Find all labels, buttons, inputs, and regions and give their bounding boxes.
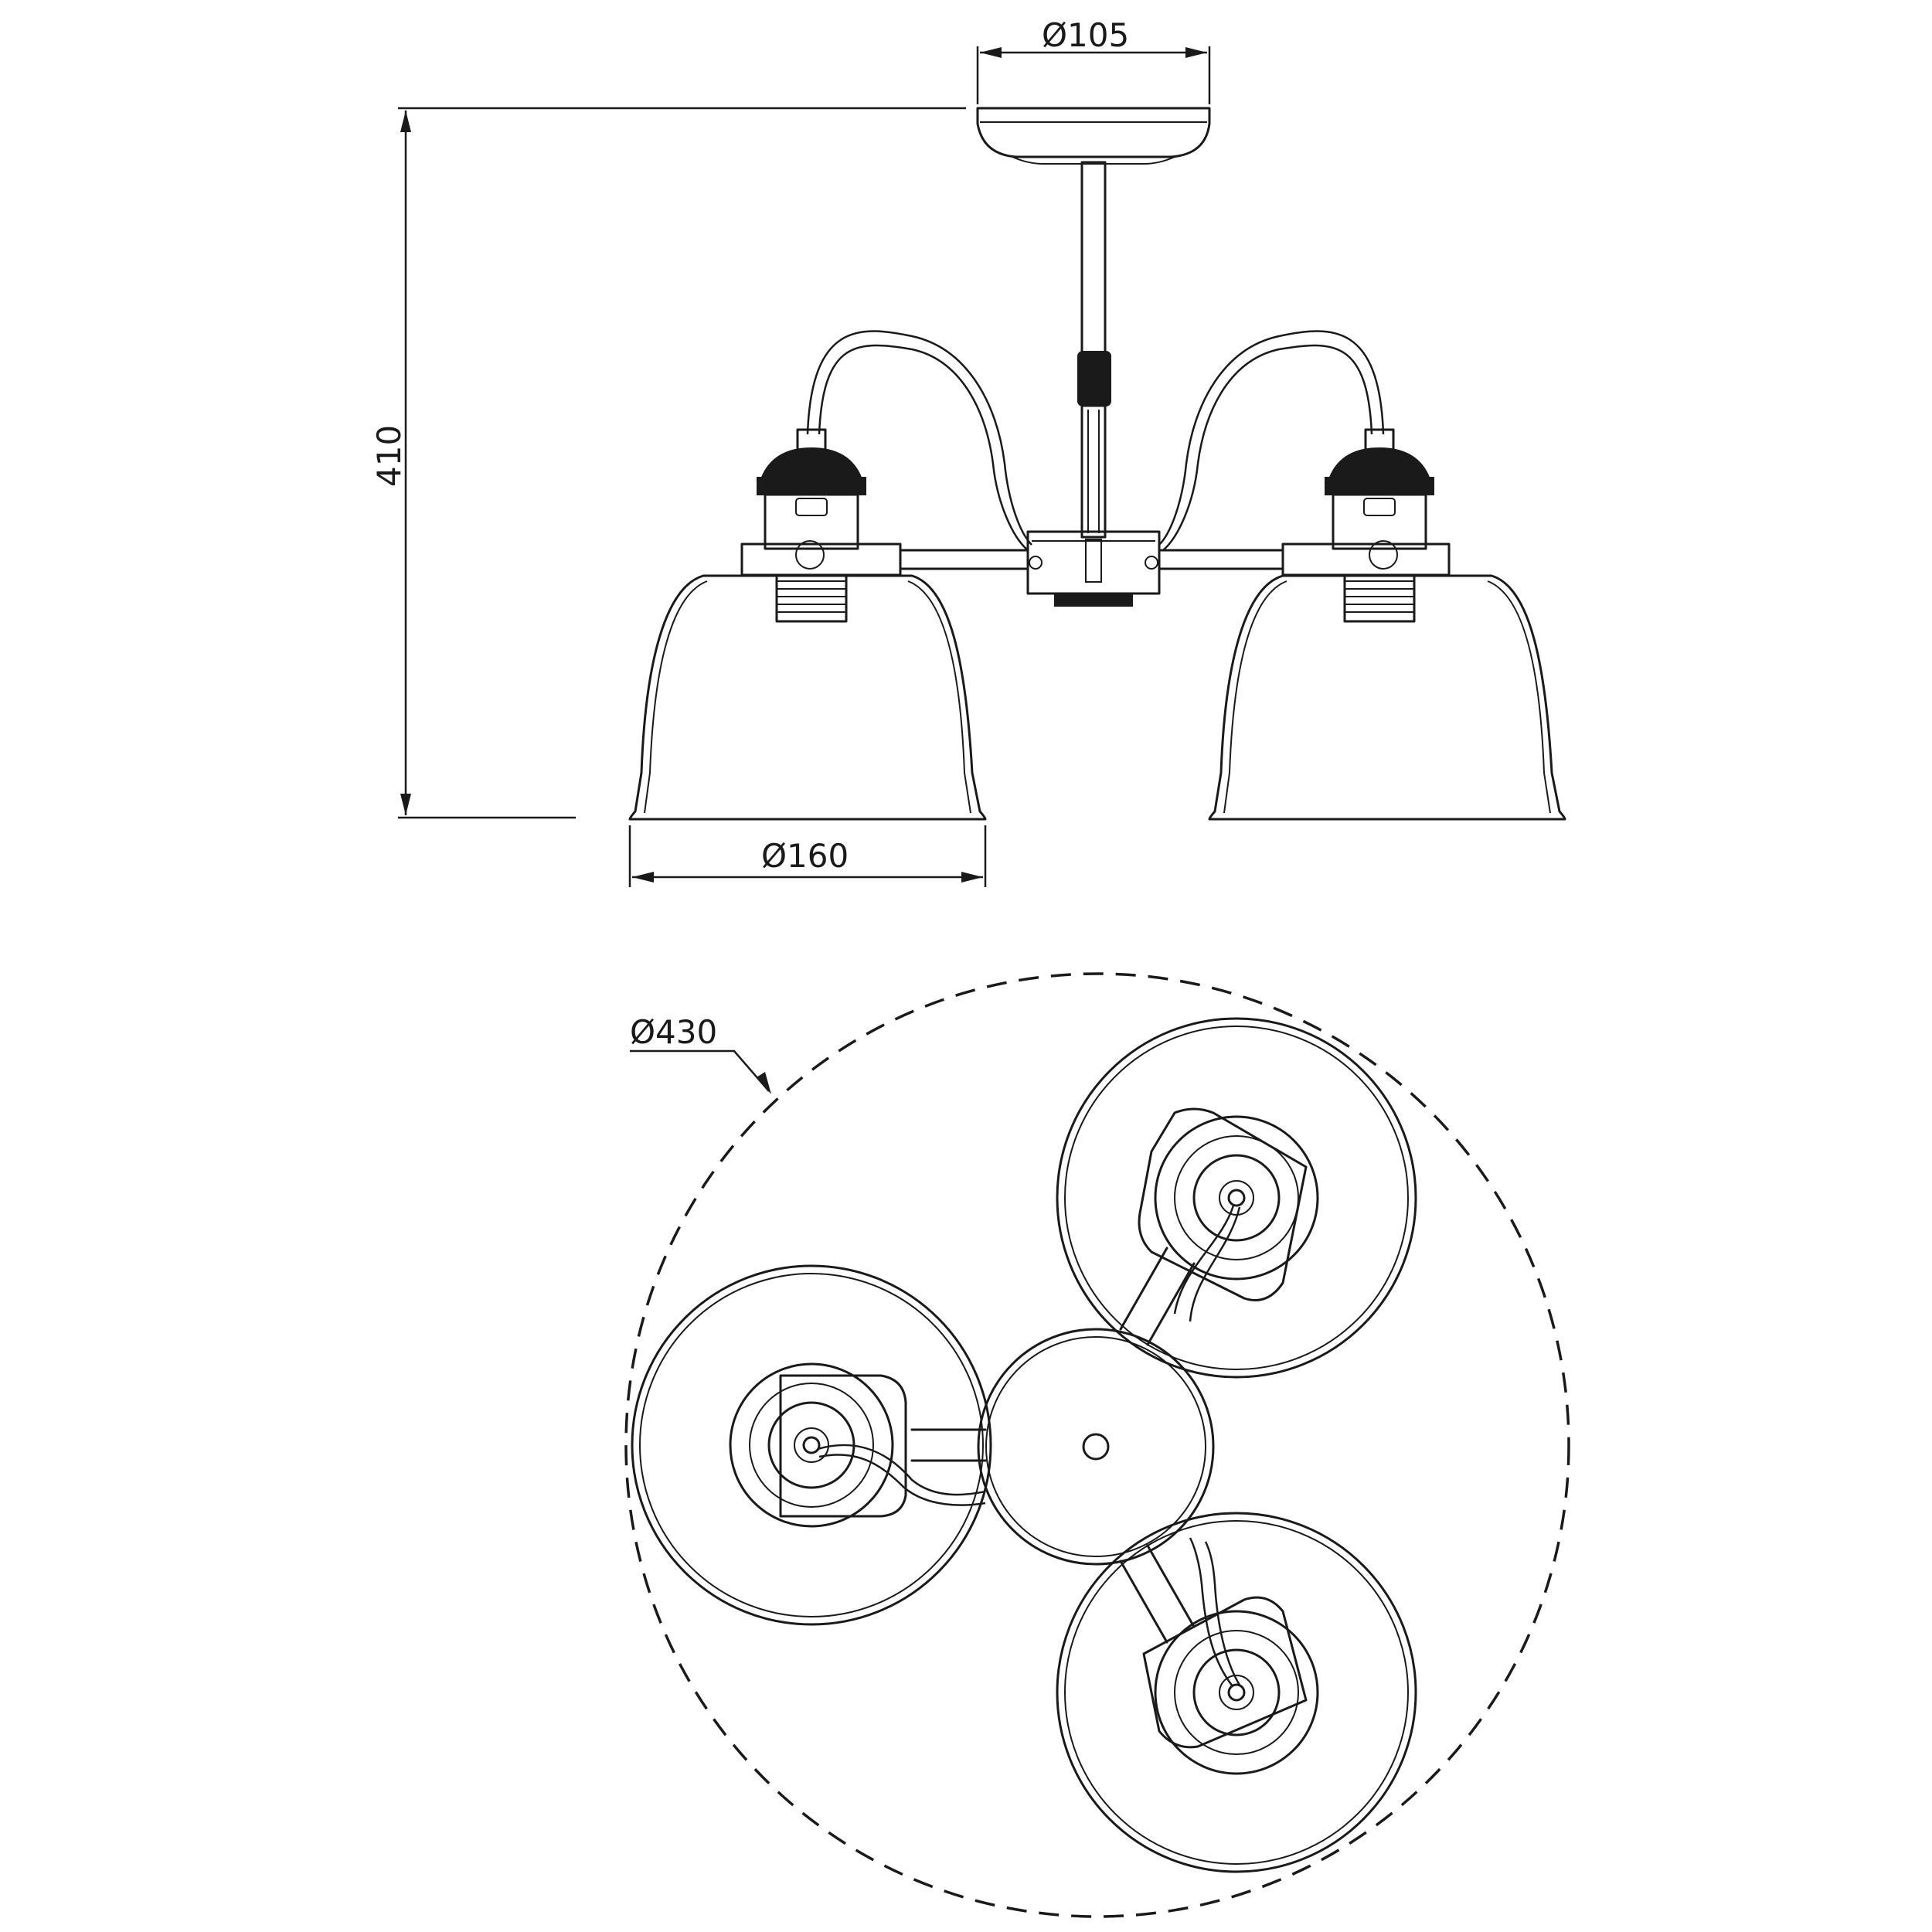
thread-lines-right [1345,580,1414,613]
ceiling-canopy [976,107,1211,165]
shade-left [628,574,987,821]
shade-right [1208,574,1566,821]
dimension-canopy: Ø105 [976,16,1211,104]
top-arms [910,1247,1196,1644]
thread-lines-left [777,580,846,613]
shade-top-left [631,1264,992,1626]
canopy-diameter-label: Ø105 [1042,16,1129,54]
lamp-holder-right [1281,428,1451,623]
dimension-height: 410 [370,107,966,819]
overall-outline [624,972,1570,1918]
side-view: Ø105 410 Ø160 [370,16,1566,887]
central-hub [1026,530,1161,607]
shade-top-lower [1056,1512,1417,1873]
central-stem [1077,161,1111,539]
hub-canopy-top [977,1328,1215,1566]
twisted-cord-left [806,330,1032,551]
total-height-label: 410 [370,425,408,487]
dimension-shade: Ø160 [628,825,987,887]
twisted-cord-right [1158,330,1385,551]
lamp-holder-left [740,428,902,623]
shade-top-upper [1056,1017,1417,1379]
overall-diameter-label: Ø430 [630,1013,717,1051]
shade-diameter-label: Ø160 [761,837,849,875]
support-arms [899,549,1284,570]
dimension-overall: Ø430 [630,1013,771,1094]
top-view: Ø430 [624,972,1570,1918]
